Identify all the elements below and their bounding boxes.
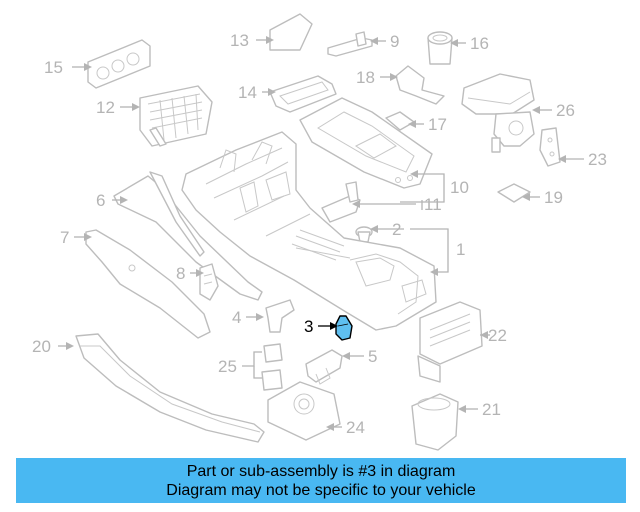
callout-4: 4 (232, 308, 241, 327)
part-13-trim (269, 13, 313, 51)
part-19-pad (497, 183, 531, 203)
part-18-mat (395, 65, 445, 105)
callout-14: 14 (238, 83, 257, 102)
callout-24: 24 (346, 418, 365, 437)
part-12-vent-grille (139, 85, 213, 147)
callout-20: 20 (32, 337, 51, 356)
callout-9: 9 (390, 32, 399, 51)
part-2-clip (355, 226, 373, 243)
part-9-bracket (327, 31, 373, 57)
part-1-console (181, 131, 437, 331)
callout-10: 10 (450, 178, 469, 197)
callout-5: 5 (368, 347, 377, 366)
banner-line-1: Part or sub-assembly is #3 in diagram (186, 463, 456, 480)
callout-8: 8 (176, 264, 185, 283)
parts-diagram: 13 9 16 15 12 14 18 17 26 23 10 19 6 11 … (32, 13, 607, 451)
callouts: 13 9 16 15 12 14 18 17 26 23 10 19 6 11 … (32, 31, 607, 437)
callout-13: 13 (230, 31, 249, 50)
callout-26: 26 (556, 101, 575, 120)
part-11-bracket (321, 181, 361, 223)
callout-7: 7 (60, 228, 69, 247)
part-6-side-trim (113, 171, 263, 301)
part-14-cover (269, 75, 337, 113)
callout-21: 21 (482, 400, 501, 419)
info-banner: Part or sub-assembly is #3 in diagram Di… (16, 458, 626, 503)
callout-19: 19 (544, 188, 563, 207)
part-10-tray (299, 97, 433, 189)
part-5-trim (305, 349, 343, 385)
part-20-rail (75, 333, 265, 443)
callout-12: 12 (96, 98, 115, 117)
part-25-switches (261, 343, 283, 391)
callout-1: 1 (456, 240, 465, 259)
part-8-bracket (199, 263, 219, 301)
callout-22: 22 (488, 326, 507, 345)
callout-23: 23 (588, 150, 607, 169)
callout-11: 11 (424, 195, 442, 214)
part-22-rear-vent (417, 301, 483, 383)
part-23-bracket (539, 127, 561, 167)
callout-3: 3 (304, 317, 313, 336)
callout-6: 6 (96, 191, 105, 210)
part-15-switch-panel (87, 39, 151, 89)
banner-line-2: Diagram may not be specific to your vehi… (166, 482, 476, 499)
part-7-side-panel (85, 229, 211, 339)
callout-15: 15 (44, 58, 63, 77)
part-21-cup-holder (411, 393, 459, 451)
callout-16: 16 (470, 34, 489, 53)
callout-18: 18 (356, 68, 375, 87)
part-26-armrest (461, 73, 535, 153)
part-3-clip-highlighted (335, 315, 353, 341)
callout-25: 25 (218, 357, 237, 376)
callout-2: 2 (392, 220, 401, 239)
callout-17: 17 (428, 115, 447, 134)
leader-lines (58, 36, 584, 431)
part-16-cup (427, 31, 453, 65)
part-24-shifter-base (267, 381, 341, 441)
part-4-clip (265, 299, 295, 333)
